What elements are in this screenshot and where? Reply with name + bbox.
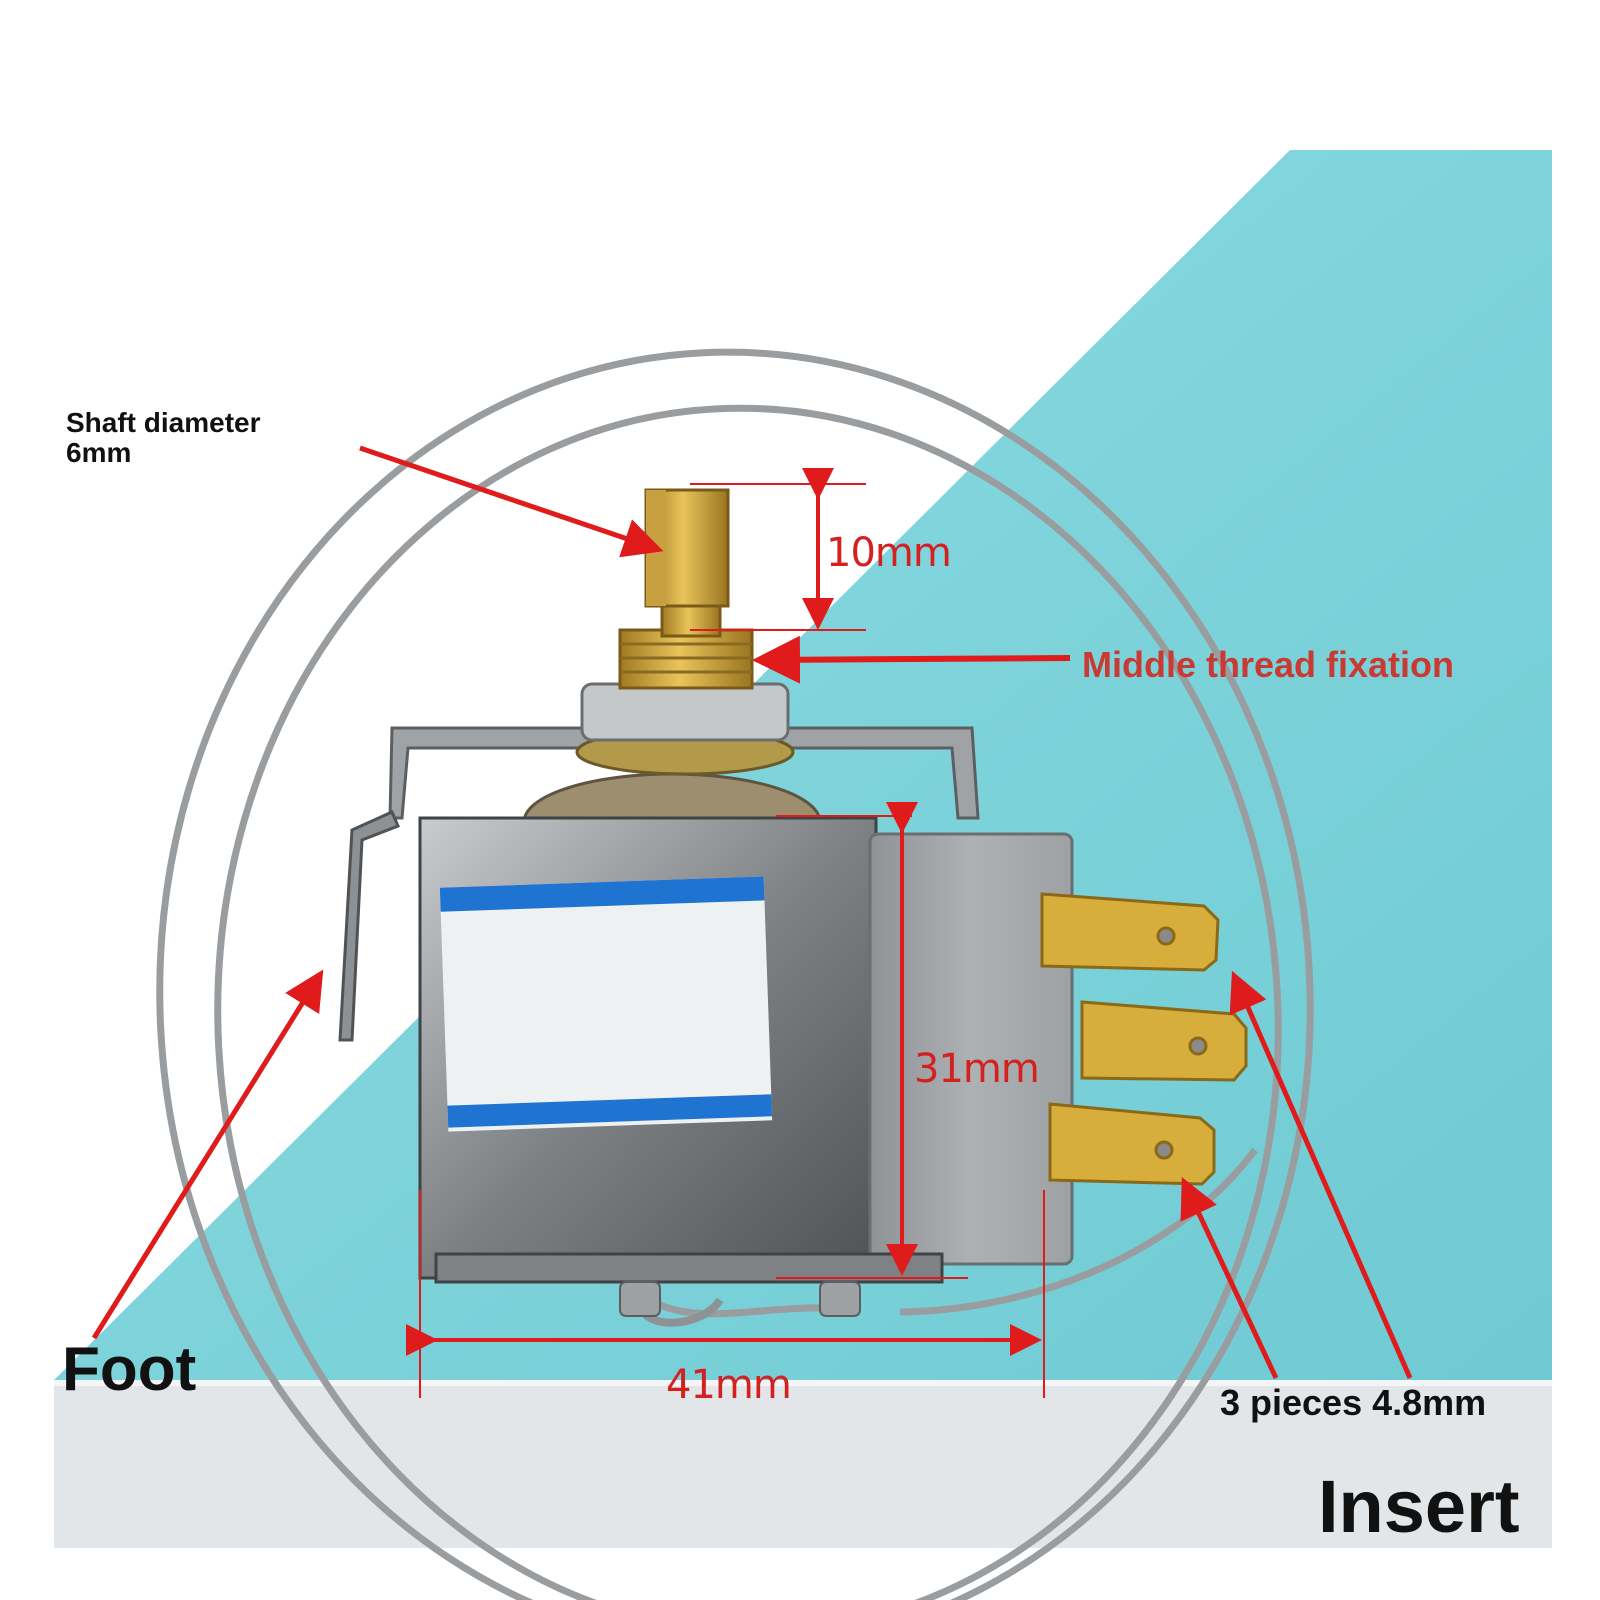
foot-label: Foot bbox=[62, 1335, 197, 1404]
spade-terminals bbox=[1040, 892, 1248, 1186]
hex-nut bbox=[580, 682, 790, 742]
housing-sticker bbox=[439, 876, 773, 1132]
shaft-diameter-line2: 6mm bbox=[66, 437, 132, 468]
shaft-diameter-label: Shaft diameter 6mm bbox=[66, 408, 261, 468]
shaft-diameter-line1: Shaft diameter bbox=[66, 407, 261, 438]
shaft-pointer-arrow bbox=[359, 445, 664, 558]
insert-label: Insert bbox=[1318, 1465, 1520, 1548]
foot-pointer-arrow bbox=[91, 969, 324, 1340]
dimension-annotations bbox=[91, 445, 1413, 1398]
thermostat-icon bbox=[338, 488, 1248, 1327]
thread-fixation-label: Middle thread fixation bbox=[1082, 644, 1455, 685]
terminal-block bbox=[868, 832, 1074, 1266]
terminal-pointer-arrow-1 bbox=[1229, 970, 1413, 1380]
threaded-bushing bbox=[618, 628, 754, 690]
foot-tab bbox=[338, 810, 400, 1042]
terminal-pointer-arrow-2 bbox=[1180, 1176, 1279, 1380]
height-dimension-label: 31mm bbox=[914, 1046, 1040, 1092]
width-dimension-label: 41mm bbox=[666, 1362, 792, 1408]
shaft-length-label: 10mm bbox=[826, 530, 952, 576]
thread-pointer-arrow bbox=[752, 635, 1071, 684]
terminals-label: 3 pieces 4.8mm bbox=[1220, 1382, 1487, 1423]
